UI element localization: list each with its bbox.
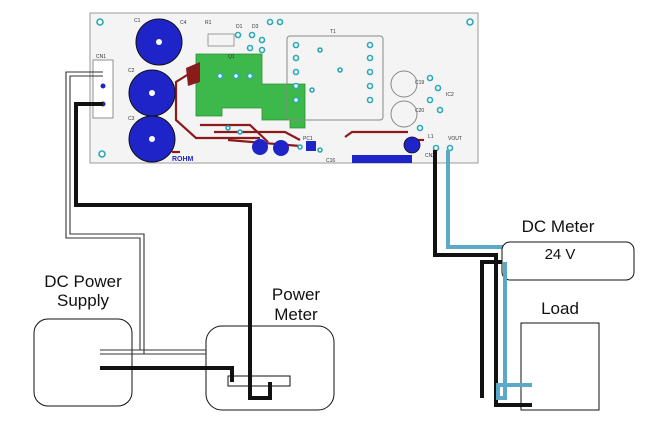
silk-r1: R1 — [205, 20, 212, 26]
silk-t1: T1 — [330, 29, 336, 35]
silk-c2: C2 — [128, 68, 135, 74]
transformer-t1: T1 — [286, 29, 384, 121]
load-block: Load — [520, 299, 600, 411]
silk-c20: C20 — [415, 108, 424, 114]
pcb-vias — [96, 18, 474, 158]
load-label: Load — [541, 299, 579, 318]
capacitor-c3: C3 — [128, 115, 176, 163]
copper-pad-red — [186, 62, 200, 86]
component-blue-2 — [273, 140, 289, 156]
input-connector-cn1 — [92, 59, 114, 119]
wire-terminals — [100, 262, 532, 407]
silk-brand: ROHM — [172, 156, 194, 163]
silk-cn2: CN2 — [425, 153, 435, 159]
capacitor-output — [403, 136, 421, 154]
silk-c1: C1 — [134, 18, 141, 24]
power-meter-block: Power Meter — [205, 285, 335, 411]
resistor-r1 — [207, 33, 235, 47]
silk-vout: VOUT — [448, 136, 462, 142]
dc-power-supply-label-line1: DC Power — [44, 272, 122, 291]
silk-cn1: CN1 — [96, 54, 106, 60]
dc-power-supply-block: DC Power Supply — [33, 272, 133, 407]
silk-l1: L1 — [428, 134, 434, 140]
pcb-board: C1 C2 C3 T1 R1 C4 D1 D3 Q1 CN1 PC1 C16 C… — [89, 12, 479, 164]
dc-meter-label: DC Meter — [522, 217, 595, 236]
silk-d1: D1 — [236, 24, 243, 30]
photocoupler-pc1 — [306, 141, 316, 151]
silk-c4: C4 — [180, 20, 187, 26]
silk-ic2: IC2 — [446, 92, 454, 98]
power-meter-label-line2: Meter — [274, 305, 318, 324]
power-meter-label-line1: Power — [272, 285, 321, 304]
silk-d3: D3 — [252, 24, 259, 30]
silk-c16: C16 — [326, 158, 335, 164]
capacitor-c1: C1 — [134, 18, 183, 66]
dc-power-supply-label-line2: Supply — [57, 291, 109, 310]
silk-q1: Q1 — [228, 54, 235, 60]
dc-meter-reading: 24 V — [545, 246, 576, 263]
silk-pc1: PC1 — [303, 136, 313, 142]
silk-c19: C19 — [415, 80, 424, 86]
silk-c3: C3 — [128, 116, 135, 122]
power-meter-terminal-block — [227, 375, 291, 387]
capacitor-c19 — [390, 70, 418, 98]
output-trace-blue — [352, 155, 412, 163]
dc-meter-block: DC Meter 24 V — [501, 217, 635, 281]
capacitor-c20 — [390, 100, 418, 128]
component-blue-1 — [252, 139, 268, 155]
